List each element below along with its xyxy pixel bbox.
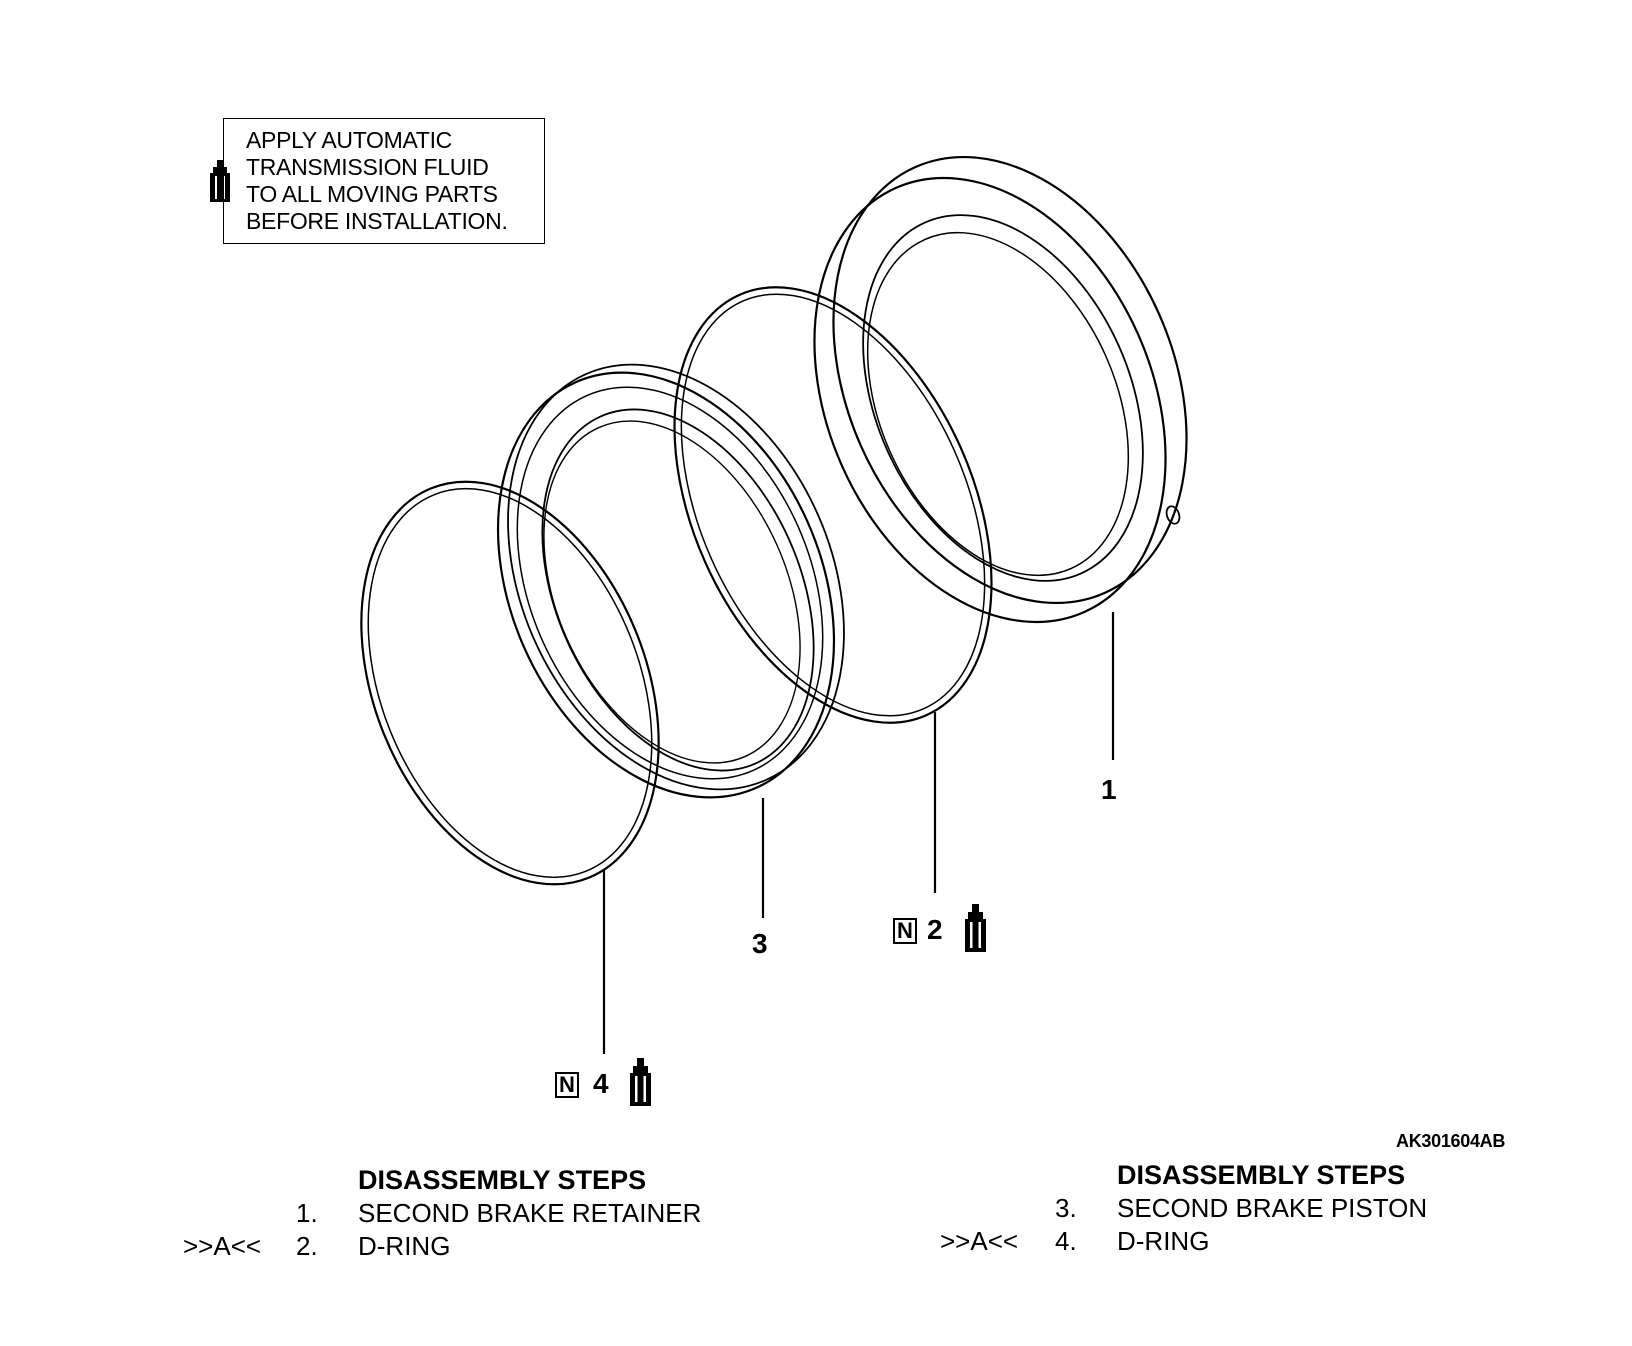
figure-code: AK301604AB (1396, 1131, 1506, 1151)
callout-4: 4 (593, 1068, 609, 1099)
steps-left-row-2: >>A<< 2. D-RING (0, 1231, 800, 1263)
part-2-d-ring (673, 286, 993, 893)
steps-right-row-1: 3. SECOND BRAKE PISTON (800, 1193, 1600, 1225)
n-badge-part-4: N (555, 1072, 579, 1098)
steps-right-title: DISASSEMBLY STEPS (1117, 1160, 1406, 1190)
step-mark: >>A<< (183, 1231, 262, 1261)
n-badge-label: N (897, 918, 913, 943)
step-number: 3. (1055, 1193, 1077, 1223)
part-1-second-brake-retainer (813, 155, 1188, 760)
step-number: 1. (296, 1198, 318, 1228)
part-3-second-brake-piston (496, 363, 845, 918)
note-line-2: TRANSMISSION FLUID (246, 154, 489, 180)
note-line-1: APPLY AUTOMATIC (246, 127, 452, 153)
steps-right-row-2: >>A<< 4. D-RING (800, 1226, 1600, 1258)
step-text: D-RING (1117, 1226, 1210, 1256)
oil-can-icon (630, 1058, 651, 1106)
note-line-3: TO ALL MOVING PARTS (246, 181, 498, 207)
steps-left-row-1: 1. SECOND BRAKE RETAINER (0, 1198, 800, 1230)
n-badge-part-2: N (893, 918, 917, 944)
oil-can-icon (210, 160, 230, 202)
callout-3: 3 (752, 928, 768, 959)
steps-left-title: DISASSEMBLY STEPS (358, 1165, 647, 1195)
step-text: D-RING (358, 1231, 451, 1261)
step-number: 2. (296, 1231, 318, 1261)
step-number: 4. (1055, 1226, 1077, 1256)
part-4-d-ring (360, 480, 660, 1054)
callout-1: 1 (1101, 774, 1117, 805)
note-line-4: BEFORE INSTALLATION. (246, 208, 508, 234)
step-mark: >>A<< (940, 1226, 1019, 1256)
step-text: SECOND BRAKE PISTON (1117, 1193, 1428, 1223)
oil-can-icon (965, 904, 986, 952)
step-text: SECOND BRAKE RETAINER (358, 1198, 702, 1228)
n-badge-label: N (559, 1072, 575, 1097)
lubrication-note: APPLY AUTOMATIC TRANSMISSION FLUID TO AL… (223, 118, 545, 244)
callout-2: 2 (927, 914, 943, 945)
